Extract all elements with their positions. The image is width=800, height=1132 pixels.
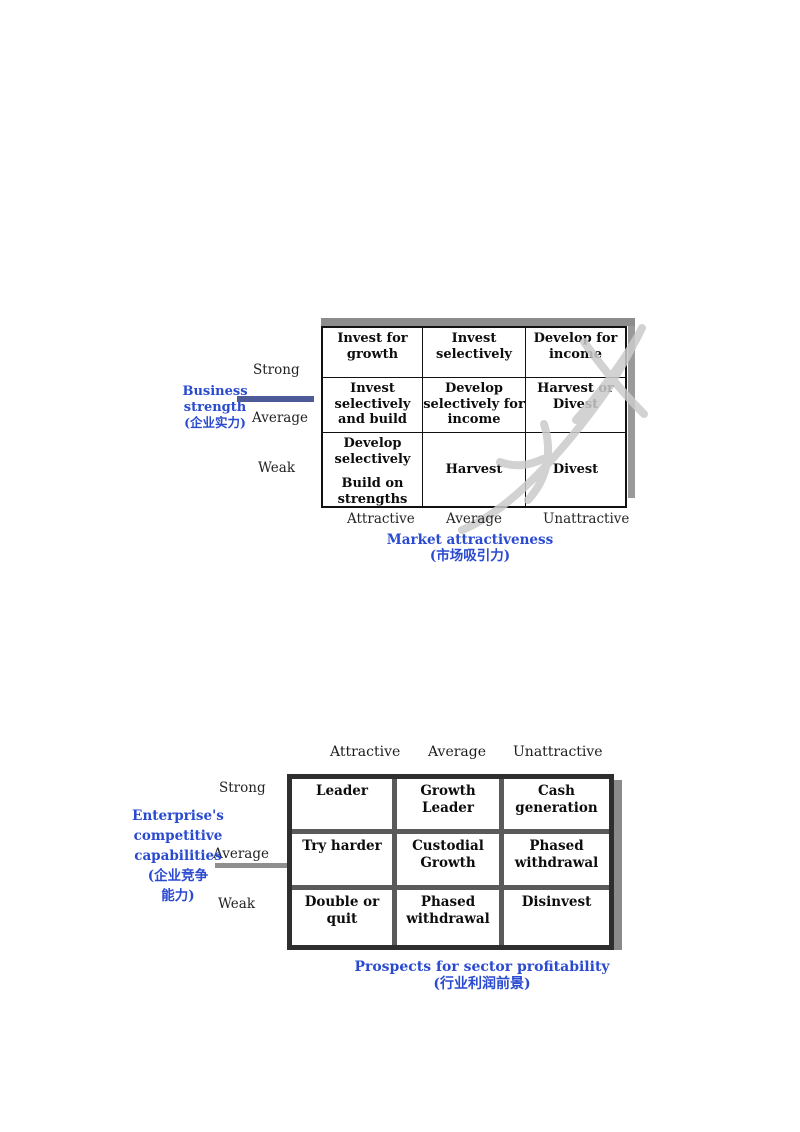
matrix1-cell-r1c2: Invest selectively	[423, 328, 526, 378]
matrix2-cell-r1c1: Leader	[292, 779, 397, 835]
matrix1-y-axis-label-line3: (企业实力)	[184, 415, 246, 430]
matrix1-y-axis-label-line2: strength	[183, 399, 247, 415]
matrix2-y-axis-label-line4: (企业竞争	[147, 868, 209, 884]
matrix2-cell-r2c2: Custodial Growth	[396, 834, 505, 890]
matrix2-x-axis-title: Prospects for sector profitability	[354, 959, 610, 975]
matrix1-cell-r3c3: Divest	[552, 462, 599, 478]
matrix2-row-label-average: Average	[213, 846, 269, 862]
matrix2-cell-r3c3: Disinvest	[521, 893, 592, 910]
matrix1-col-label-unattractive: Unattractive	[543, 511, 630, 527]
matrix2-y-axis-label-line2: competitive	[133, 828, 223, 844]
matrix1-grid: Invest for growth Invest selectively Dev…	[321, 326, 627, 508]
matrix2-grid: Leader Growth Leader Cash generation Try…	[287, 774, 614, 950]
matrix1-cell-r2c3: Harvest or Divest	[526, 378, 625, 433]
matrix1-col-label-average: Average	[446, 511, 502, 527]
matrix1-y-axis-label-line1: Business	[182, 384, 248, 399]
matrix2-cell-r2c1: Try harder	[292, 834, 397, 890]
matrix1-row-label-strong: Strong	[253, 362, 300, 378]
matrix1-y-axis-leader-bar	[237, 396, 314, 402]
matrix2-cell-r2c3: Phased withdrawal	[504, 834, 609, 890]
matrix2-col-label-attractive: Attractive	[330, 744, 401, 760]
matrix1-cell-r1c3: Develop for income	[526, 328, 625, 378]
matrix2-y-axis-label-line1: Enterprise's	[132, 808, 224, 824]
matrix1-y-axis-label: Business strength (企业实力)	[168, 384, 262, 431]
matrix1-cell-r1c1: Invest for growth	[323, 328, 423, 378]
matrix2-cell-r1c3: Cash generation	[504, 779, 609, 835]
matrix1-x-axis-title: Market attractiveness	[386, 532, 554, 548]
matrix2-x-axis-title-block: Prospects for sector profitability (行业利润…	[322, 959, 642, 993]
matrix1-row-label-weak: Weak	[258, 460, 295, 476]
matrix1-cell-r3c1-paragraph-2: Build on strengths	[337, 476, 408, 507]
matrix1-row-label-average: Average	[252, 410, 308, 426]
matrix1-x-axis-subtitle: (市场吸引力)	[429, 548, 511, 564]
matrix2-col-label-unattractive: Unattractive	[513, 744, 603, 760]
matrix1-cell-r3c2: Harvest	[423, 433, 526, 507]
matrix2-y-axis-leader-bar	[215, 863, 287, 868]
matrix1-cell-r2c2: Develop selectively for income	[423, 378, 526, 433]
matrix2-right-shadow	[614, 780, 622, 950]
matrix2-x-axis-subtitle: (行业利润前景)	[433, 976, 531, 992]
matrix1-cell-r3c1-paragraph-1: Develop selectively	[334, 436, 411, 467]
matrix2-y-axis-label: Enterprise's competitive capabilities (企…	[124, 806, 232, 906]
matrix2-col-label-average: Average	[428, 744, 487, 760]
matrix1-cell-r3c1: Develop selectively Build on strengths	[323, 433, 423, 507]
matrix2-row-label-weak: Weak	[218, 896, 255, 912]
matrix1-top-shadow	[321, 318, 635, 326]
matrix1-cell-r2c1: Invest selectively and build	[323, 378, 423, 433]
matrix1-right-shadow	[628, 326, 635, 498]
matrix1-col-label-attractive: Attractive	[347, 511, 415, 527]
matrix2-cell-r3c2: Phased withdrawal	[397, 889, 505, 945]
matrix2-y-axis-label-line3: capabilities	[134, 848, 222, 864]
matrix2-cell-r3c1: Double or quit	[292, 889, 397, 945]
matrix2-cell-r1c2: Growth Leader	[396, 779, 505, 835]
matrix2-y-axis-label-line5: 能力)	[161, 888, 195, 904]
matrix2-row-label-strong: Strong	[219, 780, 266, 796]
matrix1-x-axis-title-block: Market attractiveness (市场吸引力)	[320, 532, 620, 564]
